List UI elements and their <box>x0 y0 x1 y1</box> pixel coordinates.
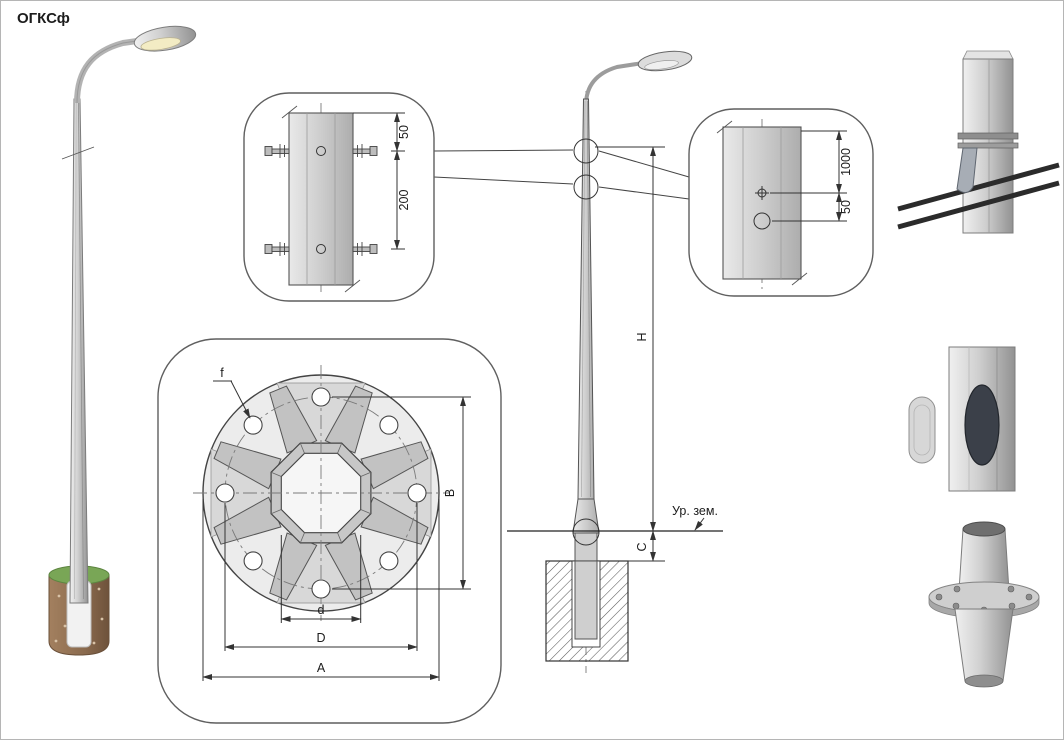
bolt-holes <box>215 387 427 599</box>
hole-upper <box>316 146 326 156</box>
pole-section <box>722 126 802 280</box>
tube-opening <box>962 521 1006 537</box>
dim-50-label: 50 <box>839 200 853 214</box>
dim-d <box>280 535 362 623</box>
detail-balloon-lower <box>573 174 599 200</box>
pole-base-flare <box>572 498 600 534</box>
dim-H-label: H <box>635 332 649 341</box>
dimensions <box>353 112 405 250</box>
dim-50-label: 50 <box>397 125 411 139</box>
dim-B-label: B <box>443 489 457 497</box>
dim-f-label: f <box>220 366 224 380</box>
dim-200-label: 200 <box>397 190 411 211</box>
top-detail-callout: 50 200 <box>243 92 435 302</box>
octagon-facet-lines <box>270 442 372 544</box>
bolt-set <box>264 144 378 256</box>
cable-hole-large <box>753 212 771 230</box>
dim-1000-label: 1000 <box>839 148 853 176</box>
pole-3d-render <box>48 25 197 656</box>
detail-balloon-base <box>572 518 600 546</box>
break-mark <box>61 146 95 160</box>
hatch-opening <box>964 384 1000 466</box>
foundation-section <box>545 560 629 662</box>
dim-C-label: C <box>635 542 649 551</box>
band-clamp <box>957 132 1019 140</box>
right-detail-callout: 1000 50 <box>688 108 874 297</box>
luminaire <box>637 50 693 72</box>
pole-section <box>288 112 354 286</box>
dim-D-label: D <box>316 631 325 645</box>
soil-speckles <box>54 587 104 645</box>
cable-hole-small <box>755 186 769 200</box>
dim-A <box>202 499 440 681</box>
door-cover <box>908 396 936 464</box>
dimensions <box>770 130 847 222</box>
access-door-render <box>908 346 1016 492</box>
pole-shaft <box>577 98 595 500</box>
ground-level-label: Ур. зем. <box>672 504 718 518</box>
base-shoe-render <box>928 521 1040 688</box>
lamp-arm <box>584 61 644 106</box>
detail-balloon-upper <box>573 138 599 164</box>
dim-D <box>224 503 418 651</box>
shoe-skirt <box>954 608 1014 682</box>
dim-H <box>595 146 665 532</box>
dim-B <box>332 396 471 590</box>
wedge-clamp <box>956 147 978 193</box>
sheet-title: ОГКСф <box>17 10 70 27</box>
dim-C <box>628 530 665 562</box>
pole-elevation-drawing: Ур. зем. H C <box>507 50 723 673</box>
dim-A-label: A <box>317 661 326 675</box>
luminaire-3d <box>133 25 197 52</box>
hole-lower <box>316 244 326 254</box>
dim-d-label: d <box>318 603 325 617</box>
cables <box>897 162 1060 230</box>
cable-suspension-render <box>897 50 1060 234</box>
leader-lines <box>433 149 690 200</box>
lamp-glass <box>140 37 181 51</box>
flange-detail-callout: f B d D A <box>157 338 502 724</box>
